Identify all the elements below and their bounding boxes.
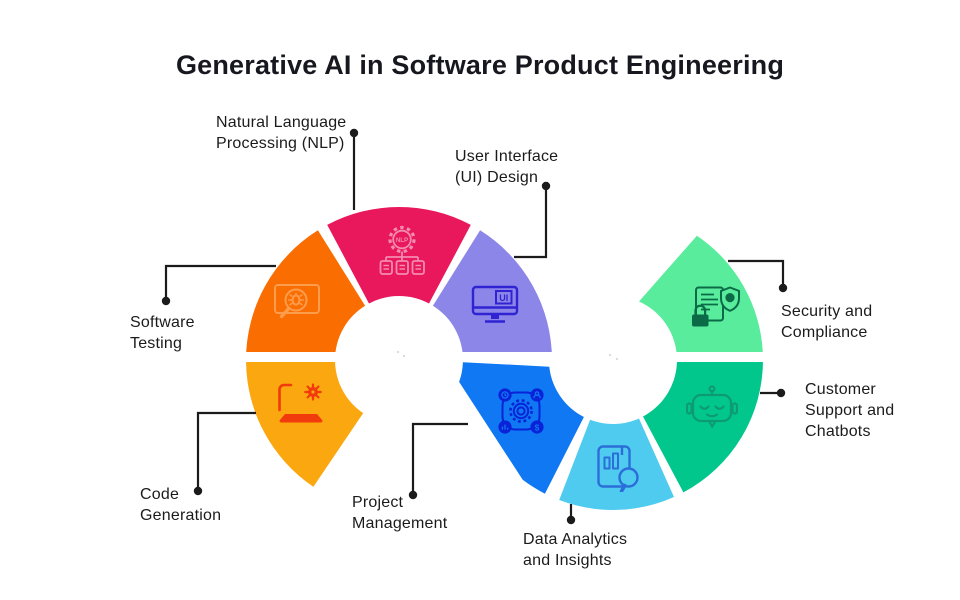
- label-line: Support and: [805, 402, 895, 419]
- label-line: Security and: [781, 303, 873, 320]
- label-project-management: Project Management: [352, 492, 447, 534]
- label-ui-design: User Interface (UI) Design: [455, 146, 558, 188]
- connector-dot: [778, 283, 788, 293]
- dollar-glyph: $: [535, 423, 540, 433]
- label-line: Code: [140, 486, 180, 503]
- label-line: Processing (NLP): [216, 135, 345, 152]
- label-line: Compliance: [781, 324, 868, 341]
- label-line: User Interface: [455, 148, 559, 165]
- label-line: Project: [352, 494, 404, 511]
- label-customer-support: Customer Support and Chatbots: [805, 379, 894, 442]
- chart-report-magnifier-icon: [597, 445, 639, 492]
- label-software-testing: Software Testing: [130, 312, 195, 354]
- gears-workflow-icon: $: [498, 388, 544, 434]
- segment-nlp: [327, 207, 471, 304]
- segment-project-management: [459, 362, 584, 494]
- connector-software-testing: [164, 264, 276, 299]
- shield-document-lock-icon: [692, 286, 740, 327]
- seam-band: [230, 352, 780, 362]
- label-line: Testing: [130, 335, 183, 352]
- label-line: Management: [352, 515, 448, 532]
- label-data-analytics: Data Analytics and Insights: [523, 529, 627, 571]
- connector-code-generation: [196, 411, 256, 489]
- label-line: Customer: [805, 381, 876, 398]
- page-title: Generative AI in Software Product Engine…: [175, 50, 785, 80]
- connector-security-compliance: [728, 259, 785, 286]
- connector-dot: [408, 490, 418, 500]
- connector-project-management: [411, 422, 468, 493]
- chatbot-robot-icon: [686, 385, 738, 429]
- ui-monitor-icon: UI: [471, 285, 519, 323]
- label-line: and Insights: [523, 552, 612, 569]
- segment-ui-design: [432, 230, 552, 360]
- label-line: Data Analytics: [523, 531, 628, 548]
- center-speck: [396, 350, 619, 361]
- label-nlp: Natural Language Processing (NLP): [216, 112, 346, 154]
- connector-ui-design: [514, 186, 548, 259]
- connector-dot: [541, 181, 551, 191]
- label-line: (UI) Design: [455, 169, 539, 186]
- label-line: Generation: [140, 507, 222, 524]
- segment-customer-support: [643, 360, 763, 493]
- connector-dots: [161, 128, 788, 525]
- connector-dot: [566, 515, 576, 525]
- nlp-icon-text: NLP: [396, 237, 408, 244]
- label-line: Software: [130, 314, 195, 331]
- connector-dot: [161, 296, 171, 306]
- label-line: Chatbots: [805, 423, 871, 440]
- laptop-gear-icon: [278, 383, 323, 423]
- bug-magnifier-monitor-icon: [274, 284, 320, 319]
- label-line: Natural Language: [216, 114, 347, 131]
- connector-dot: [193, 486, 203, 496]
- segment-security-compliance: [639, 235, 763, 357]
- connector-dot: [776, 388, 786, 398]
- label-code-generation: Code Generation: [140, 484, 221, 526]
- label-security-compliance: Security and Compliance: [781, 301, 872, 343]
- segment-code-generation: [246, 360, 364, 487]
- nlp-gear-documents-icon: NLP: [379, 225, 425, 275]
- segment-data-analytics: [559, 418, 674, 510]
- connector-dot: [349, 128, 359, 138]
- ui-icon-text: UI: [499, 293, 508, 303]
